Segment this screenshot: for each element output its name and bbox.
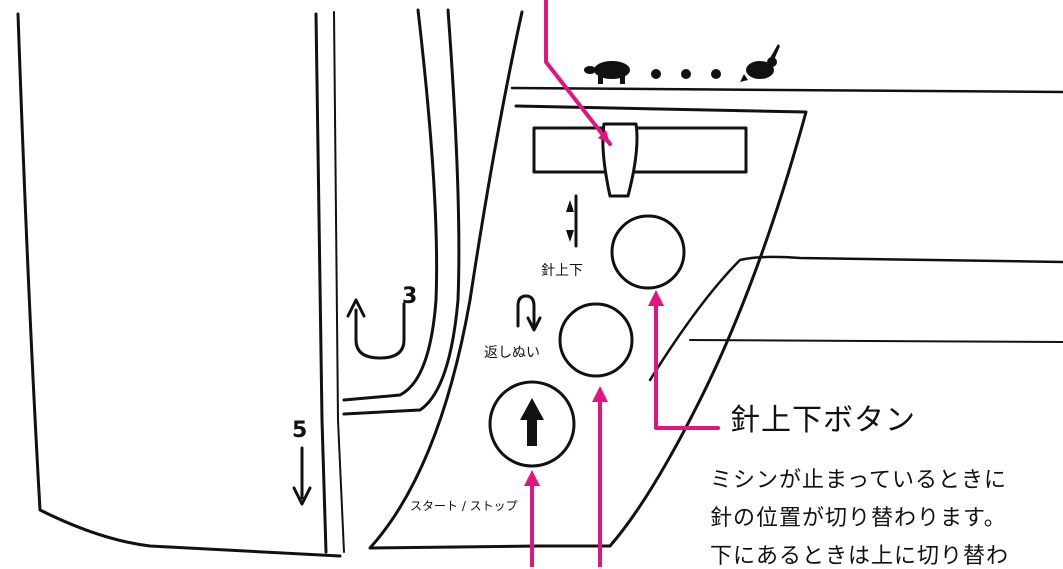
callout-line-3: 下にあるときは上に切り替わ <box>710 544 1010 569</box>
speed-dot <box>681 69 691 79</box>
control-panel-outline <box>368 10 808 550</box>
needle-up-down-label: 針上下 <box>541 263 583 279</box>
rabbit-icon <box>740 44 780 82</box>
reverse-button <box>558 302 634 378</box>
start-stop-label: スタート / ストップ <box>410 499 518 513</box>
reverse-icon <box>516 294 536 328</box>
machine-body-outline <box>16 12 342 558</box>
callout-line-2: 針の位置が切り替わります。 <box>710 506 1007 531</box>
callout-title: 針上下ボタン <box>730 403 916 438</box>
thread-channel-inner <box>342 8 461 416</box>
panel-top-edge <box>510 86 1063 94</box>
machine-bed-edge <box>648 255 1063 382</box>
needle-up-down-button <box>610 214 686 290</box>
callout-line-1: ミシンが止まっているときに <box>710 468 1008 493</box>
start-arrow-icon <box>520 398 544 446</box>
machine-front-edge <box>314 12 328 554</box>
machine-bed-edge-lower <box>689 339 1063 343</box>
step-number-5: 5 <box>292 418 308 443</box>
step-number-3: 3 <box>402 284 418 309</box>
reverse-label: 返しぬい <box>484 345 540 361</box>
turtle-icon <box>584 61 630 84</box>
leader-line-needle <box>654 296 720 430</box>
thread-channel-outer <box>342 8 439 402</box>
speed-dot <box>711 69 721 79</box>
u-turn-arrow-icon <box>354 302 406 360</box>
speed-slider-slot <box>532 126 748 174</box>
machine-front-edge-inner <box>333 11 345 553</box>
leader-line-speed <box>544 0 612 146</box>
speed-dot <box>651 69 661 79</box>
speed-slider-knob <box>601 122 639 198</box>
